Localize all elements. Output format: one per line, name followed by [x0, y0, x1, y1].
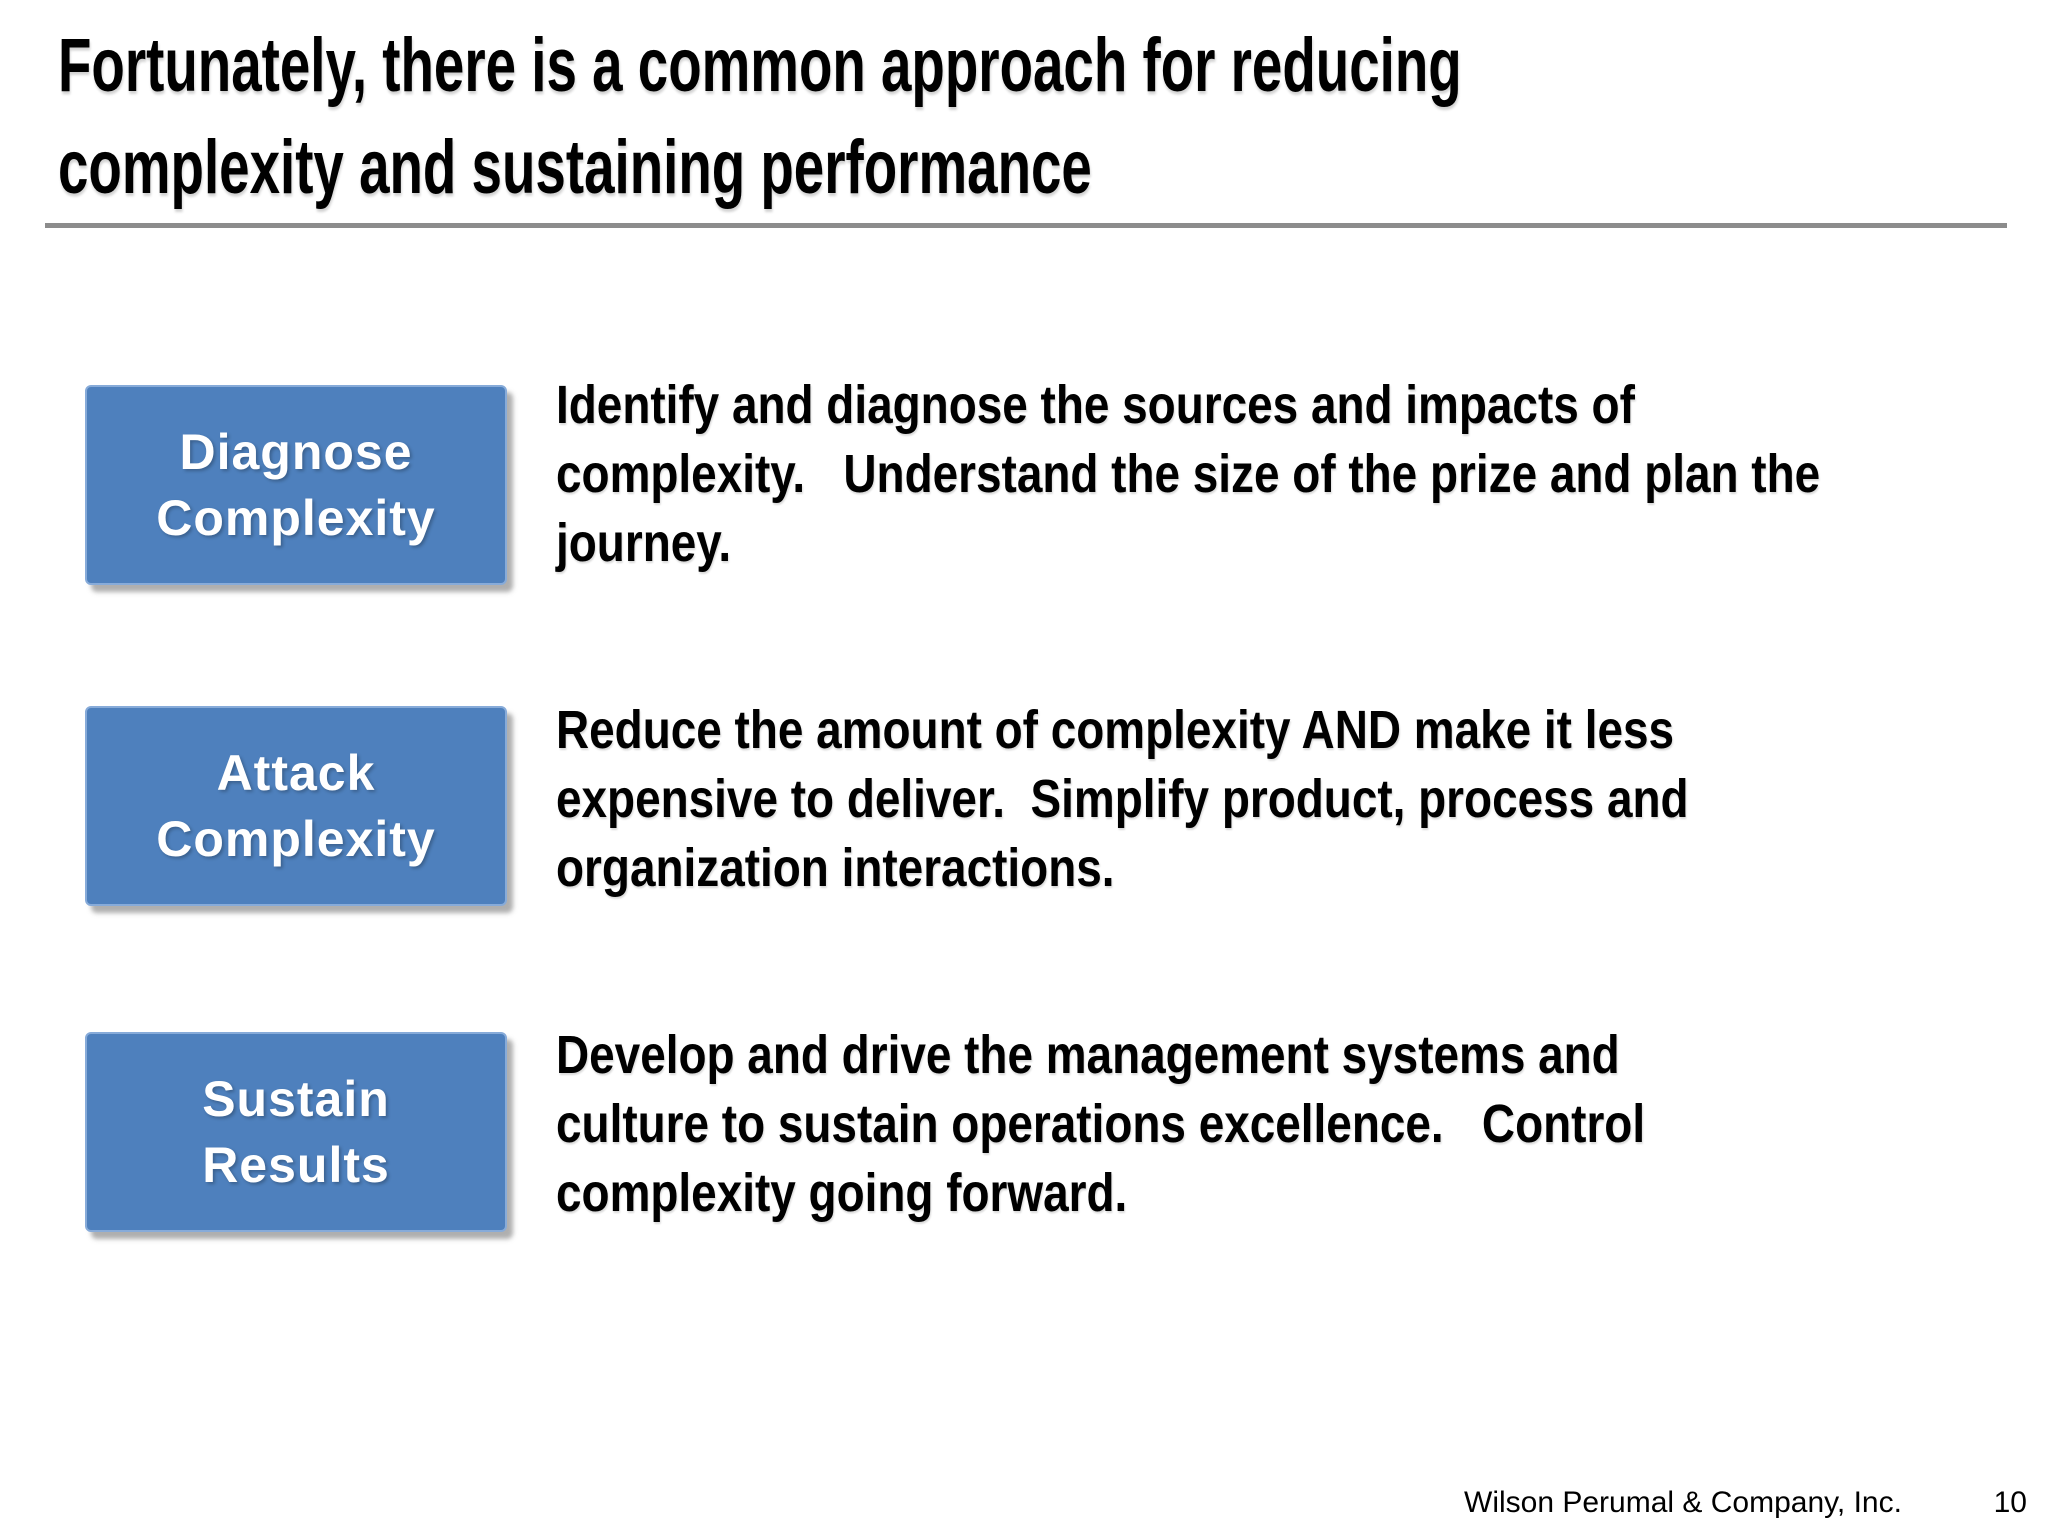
footer-company-name: Wilson Perumal & Company, Inc. [1464, 1486, 1902, 1519]
step-box-sustain-results: Sustain Results [85, 1032, 507, 1232]
description-line: Identify and diagnose the sources and im… [556, 375, 1635, 435]
step-box-label-line: Sustain [202, 1071, 390, 1127]
description-line: complexity going forward. [556, 1163, 1128, 1223]
description-line: complexity. Understand the size of the p… [556, 444, 1821, 504]
description-line: Reduce the amount of complexity AND make… [556, 700, 1675, 760]
step-box-label-line: Complexity [156, 490, 436, 546]
description-line: culture to sustain operations excellence… [556, 1094, 1646, 1154]
step-box-label-line: Complexity [156, 811, 436, 867]
step-description-sustain: Develop and drive the management systems… [556, 1021, 1837, 1228]
step-box-label-line: Diagnose [179, 424, 413, 480]
slide-title: Fortunately, there is a common approach … [58, 15, 2008, 219]
step-box-label-line: Attack [216, 745, 376, 801]
step-box-label-line: Results [202, 1137, 390, 1193]
title-divider-rule [45, 223, 2007, 228]
step-box-diagnose-complexity: Diagnose Complexity [85, 385, 507, 585]
description-line: organization interactions. [556, 838, 1115, 898]
slide-title-line-2: complexity and sustaining performance [58, 125, 1092, 210]
footer-page-number: 10 [1993, 1486, 2027, 1519]
step-description-attack: Reduce the amount of complexity AND make… [556, 696, 1888, 903]
step-description-diagnose: Identify and diagnose the sources and im… [556, 371, 2043, 578]
description-line: Develop and drive the management systems… [556, 1025, 1620, 1085]
description-line: expensive to deliver. Simplify product, … [556, 769, 1689, 829]
slide-title-line-1: Fortunately, there is a common approach … [58, 23, 1462, 108]
step-box-attack-complexity: Attack Complexity [85, 706, 507, 906]
description-line: journey. [556, 513, 732, 573]
